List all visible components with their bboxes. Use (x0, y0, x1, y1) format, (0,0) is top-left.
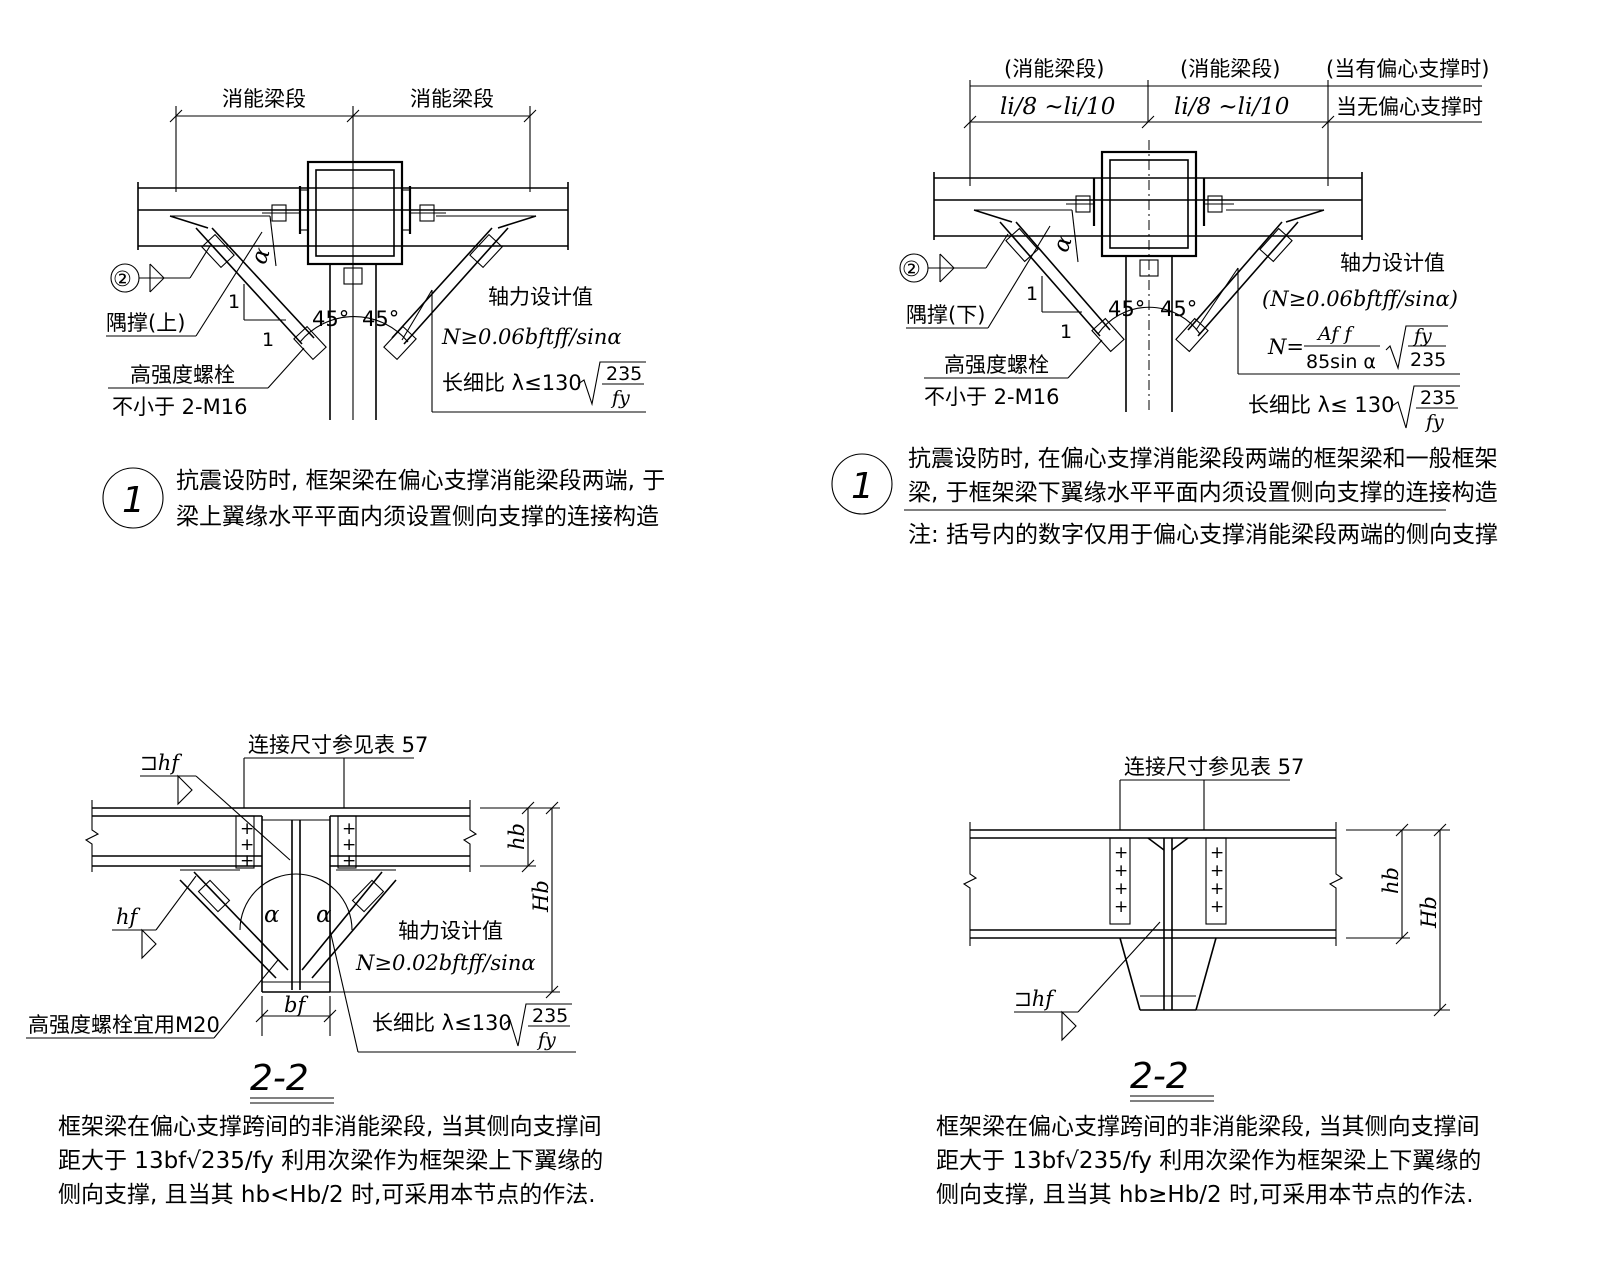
d1-sqrt-num: 235 (606, 363, 642, 385)
d4-caption-2: 距大于 13bf√235/fy 利用次梁作为框架梁上下翼缘的 (936, 1148, 1481, 1174)
d1-sqrt-den: fy (610, 387, 630, 409)
d1-angle-left: 45° (312, 307, 349, 331)
d2-dim-2: li/8 ~li/10 (1174, 94, 1289, 120)
d1-brace-label: 隅撑(上) (106, 311, 185, 335)
d4-bolt-plus-5: + (1210, 843, 1224, 863)
d3-alpha-r: α (316, 902, 332, 928)
detail-3-section-2-2: 连接尺寸参见表 57 ⊐hf + + + + + + (26, 733, 603, 1208)
d1-alpha: α (246, 244, 276, 268)
d4-bolt-plus-6: + (1210, 861, 1224, 881)
d2-caption-2: 梁, 于框架梁下翼缘水平平面内须设置侧向支撑的连接构造 (908, 480, 1498, 506)
d3-bolt-plus-4: + (342, 819, 356, 839)
d1-caption-2: 梁上翼缘水平平面内须设置侧向支撑的连接构造 (176, 504, 659, 530)
detail-1-upper-flange-brace: 消能梁段 消能梁段 (102, 87, 665, 530)
d3-axial-title: 轴力设计值 (398, 919, 503, 943)
d2-seg-1: (消能梁段) (1004, 57, 1104, 81)
d1-seg-right: 消能梁段 (410, 87, 494, 111)
d2-bolt-spec: 不小于 2-M16 (924, 385, 1059, 409)
d2-slope-h: 1 (1060, 321, 1072, 343)
d2-seg-3: (当有偏心支撑时) (1326, 57, 1489, 81)
d1-angle-right: 45° (362, 307, 399, 331)
d2-n-lhs: N= (1267, 335, 1304, 359)
d2-angle-left: 45° (1108, 297, 1145, 321)
d2-caption-1: 抗震设防时, 在偏心支撑消能梁段两端的框架梁和一般框架 (908, 446, 1498, 472)
d1-seg-left: 消能梁段 (222, 87, 306, 111)
d2-sqrt2-den: 235 (1410, 349, 1446, 371)
d2-slope-v: 1 (1026, 283, 1038, 305)
d4-bolt-plus-1: + (1114, 843, 1128, 863)
d2-sqrt2-num: fy (1412, 325, 1432, 347)
d3-sqrt-den: fy (536, 1029, 556, 1051)
d3-axial-formula: N≥0.02bftff/sinα (355, 951, 536, 975)
d2-axial-title: 轴力设计值 (1340, 251, 1445, 275)
d3-caption-3: 侧向支撑, 且当其 hb<Hb/2 时,可采用本节点的作法. (58, 1182, 596, 1208)
d2-brace-label: 隅撑(下) (906, 303, 985, 327)
d3-caption-1: 框架梁在偏心支撑跨间的非消能梁段, 当其侧向支撑间 (58, 1114, 602, 1140)
d3-caption-2: 距大于 13bf√235/fy 利用次梁作为框架梁上下翼缘的 (58, 1148, 603, 1174)
d1-caption-1: 抗震设防时, 框架梁在偏心支撑消能梁段两端, 于 (176, 468, 665, 494)
d4-caption-1: 框架梁在偏心支撑跨间的非消能梁段, 当其侧向支撑间 (936, 1114, 1480, 1140)
d2-dim-1: li/8 ~li/10 (1000, 94, 1115, 120)
d3-bolt-plus-1: + (240, 819, 254, 839)
d4-caption-3: 侧向支撑, 且当其 hb≥Hb/2 时,可采用本节点的作法. (936, 1182, 1474, 1208)
d4-bolt-plus-2: + (1114, 861, 1128, 881)
detail-2-lower-flange-brace: (消能梁段) (消能梁段) (当有偏心支撑时) li/8 ~li/10 li/8… (831, 57, 1498, 548)
d3-weld-top: ⊐hf (140, 751, 182, 775)
d3-sqrt-num: 235 (532, 1005, 568, 1027)
d4-bolt-plus-3: + (1114, 879, 1128, 899)
d2-callout: ② (902, 257, 921, 281)
d3-bolt-plus-6: + (342, 851, 356, 871)
d3-bf: bf (284, 993, 308, 1017)
detail-4-section-2-2: 连接尺寸参见表 57 + + + + + + + + (936, 755, 1481, 1208)
d1-slender: 长细比 λ≤130 (442, 371, 582, 395)
d3-bolt-plus-2: + (240, 835, 254, 855)
d2-sqrt-num: 235 (1420, 387, 1456, 409)
d3-alpha-l: α (264, 902, 280, 928)
d3-slender: 长细比 λ≤130 (372, 1011, 512, 1035)
d2-sqrt-den: fy (1424, 411, 1444, 433)
d1-slope-h: 1 (262, 329, 274, 351)
d3-weld-left: hf (116, 905, 141, 929)
d4-bolt-plus-4: + (1114, 897, 1128, 917)
d3-ref: 连接尺寸参见表 57 (248, 733, 428, 757)
d3-Hb: Hb (529, 880, 553, 913)
d3-bolt-plus-5: + (342, 835, 356, 855)
d2-marker: 1 (851, 466, 874, 507)
d4-weld: ⊐hf (1014, 987, 1056, 1011)
d2-frac-den: 85sin α (1306, 351, 1376, 373)
d2-angle-right: 45° (1160, 297, 1197, 321)
d3-bolt: 高强度螺栓宜用M20 (28, 1013, 220, 1037)
d2-axial-formula: (N≥0.06bftff/sinα) (1262, 287, 1458, 311)
d2-slender: 长细比 λ≤ 130 (1248, 393, 1394, 417)
d1-marker: 1 (122, 480, 145, 521)
d4-Hb: Hb (1417, 896, 1441, 929)
d4-title: 2-2 (1130, 1056, 1189, 1097)
d2-seg-2: (消能梁段) (1180, 57, 1280, 81)
d1-bolt-spec: 不小于 2-M16 (112, 395, 247, 419)
d3-hb: hb (505, 823, 529, 850)
d1-axial-formula: N≥0.06bftff/sinα (441, 325, 622, 349)
d1-slope-v: 1 (228, 291, 240, 313)
d2-bolt-label: 高强度螺栓 (944, 353, 1049, 377)
d1-axial-title: 轴力设计值 (488, 285, 593, 309)
d4-bolt-plus-7: + (1210, 879, 1224, 899)
d2-note: 注: 括号内的数字仅用于偏心支撑消能梁段两端的侧向支撑 (908, 522, 1498, 548)
d2-dim-3: 当无偏心支撑时 (1336, 95, 1483, 119)
d4-hb: hb (1379, 867, 1403, 894)
d4-ref: 连接尺寸参见表 57 (1124, 755, 1304, 779)
d1-callout: ② (113, 267, 132, 291)
d1-bolt-label: 高强度螺栓 (130, 363, 235, 387)
d2-frac-num: Af f (1316, 323, 1354, 345)
d4-bolt-plus-8: + (1210, 897, 1224, 917)
d3-bolt-plus-3: + (240, 851, 254, 871)
d3-title: 2-2 (250, 1058, 309, 1099)
